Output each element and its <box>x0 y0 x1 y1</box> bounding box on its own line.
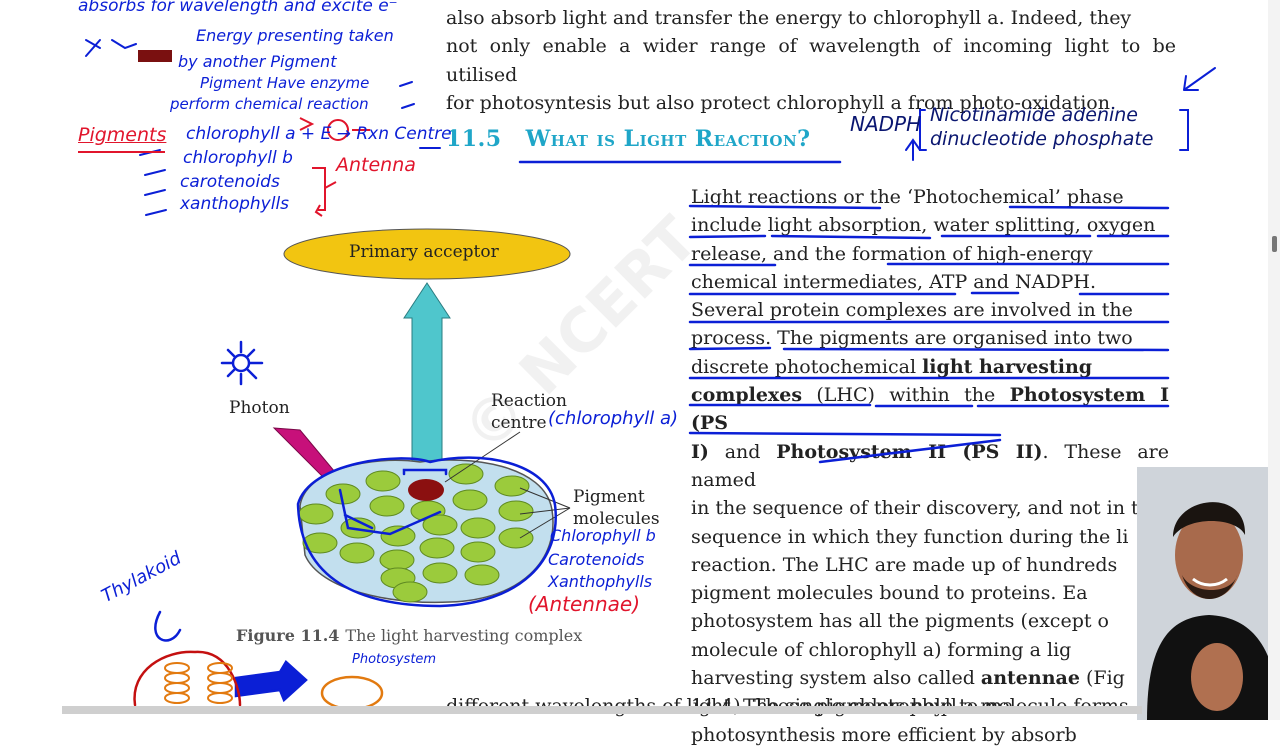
para-line: complexes (LHC) within the Photosystem I… <box>691 381 1169 438</box>
red-marks <box>78 117 370 217</box>
pigment-molecules-label-1: Pigment <box>573 487 645 507</box>
annotation-xanthophylls: xanthophylls <box>180 194 290 214</box>
text-span: harvesting system also called <box>691 667 981 690</box>
para-line: Several protein complexes are involved i… <box>691 299 1133 322</box>
annotation-chl-b: chlorophyll b <box>183 148 293 168</box>
para-line: in the sequence of their discovery, and … <box>691 497 1163 520</box>
energy-arrow <box>403 282 451 475</box>
para-line: pigment molecules bound to proteins. Ea <box>691 582 1088 605</box>
annotation-nadph: NADPH <box>850 112 922 136</box>
pigment-circles <box>298 463 534 603</box>
primary-acceptor-ellipse <box>283 228 571 280</box>
para-line: reaction. The LHC are made up of hundred… <box>691 553 1118 576</box>
presenter-video <box>1137 467 1280 720</box>
figure-caption: Figure 11.4 The light harvesting complex <box>236 626 582 645</box>
bold-term: I) <box>691 440 709 463</box>
caption-text: The light harvesting complex <box>345 626 583 645</box>
section-number: 11.5 <box>446 126 502 152</box>
scroll-thumb[interactable] <box>1272 236 1277 252</box>
top-line: also absorb light and transfer the energ… <box>446 7 1132 29</box>
annotation-carotenoids: carotenoids <box>180 172 280 192</box>
bold-term: antennae <box>980 667 1080 690</box>
section-title: What is Light Reaction? <box>525 126 811 152</box>
vertical-scrollbar[interactable] <box>1268 0 1280 720</box>
reaction-centre-label-1: Reaction <box>491 391 567 411</box>
top-line: for photosyntesis but also protect chlor… <box>446 91 1117 114</box>
section-heading: 11.5 What is Light Reaction? <box>446 126 811 152</box>
red-mark <box>138 50 172 62</box>
annotation-pigment: by another Pigment <box>178 52 337 71</box>
para-line: discrete photochemical light harvesting <box>691 353 1169 381</box>
annotation-reaction: perform chemical reaction <box>170 95 369 113</box>
pigment-molecules-label-2: molecules <box>573 509 660 529</box>
para-line: include light absorption, water splittin… <box>691 214 1156 237</box>
annotation-energy: Energy presenting taken <box>196 26 394 45</box>
para-line: photosystem has all the pigments (except… <box>691 610 1109 633</box>
text-span: and <box>708 440 777 463</box>
annotation-pigments-title: Pigments <box>78 124 167 146</box>
primary-acceptor-label: Primary acceptor <box>349 242 499 262</box>
horizontal-scrollbar[interactable] <box>62 706 1142 714</box>
text-span: (Fig <box>1079 667 1125 690</box>
para-line: release, and the formation of high-energ… <box>691 242 1093 265</box>
para-line: photosynthesis more efficient by absorb <box>691 723 1077 746</box>
para-line: sequence in which they function during t… <box>691 525 1129 548</box>
margin-marks <box>85 39 1216 216</box>
annotation-nadph-full-2: dinucleotide phosphate <box>930 128 1154 150</box>
annotation-xanthophylls-2: Xanthophylls <box>548 572 653 591</box>
para-line: Light reactions or the ‘Photochemical’ p… <box>691 186 1124 208</box>
text-span: (LHC) within the <box>802 384 1010 407</box>
para-line: harvesting system also called antennae (… <box>691 664 1169 692</box>
text-span: . These are named <box>691 440 1169 491</box>
annotation-enzyme: Pigment Have enzyme <box>200 74 370 92</box>
main-paragraph: Light reactions or the ‘Photochemical’ p… <box>691 183 1169 749</box>
caption-label: Figure 11.4 <box>236 626 340 645</box>
light-harvesting-figure <box>78 39 1216 711</box>
annotation-chlorophyll-b: Chlorophyll b <box>550 526 656 545</box>
annotation-photosystem: Photosystem <box>352 652 437 667</box>
annotation-chlorophyll-a: (chlorophyll a) <box>548 408 679 429</box>
pointer-lines <box>444 431 571 539</box>
page: © NCERT also absorb light and transfer t… <box>62 0 1280 746</box>
annotation-nadph-full-1: Nicotinamide adenine <box>930 104 1138 126</box>
figure-annotations <box>133 340 557 711</box>
top-line: not only enable a wider range of wavelen… <box>446 35 1176 86</box>
annotation-antennae: (Antennae) <box>528 592 641 616</box>
bold-term: Photosystem I (PS <box>691 384 1169 435</box>
text-span: discrete photochemical <box>691 355 923 378</box>
para-line: molecule of chlorophyll a) forming a lig <box>691 638 1072 661</box>
para-line: process. The pigments are organised into… <box>691 327 1133 350</box>
bold-term: complexes <box>691 384 803 407</box>
blue-underlines <box>518 160 1170 464</box>
photon-label: Photon <box>229 398 290 418</box>
annotation-carotenoids-2: Carotenoids <box>548 550 645 569</box>
para-line: chemical intermediates, ATP and NADPH. <box>691 270 1097 293</box>
bold-term: light harvesting <box>922 355 1093 378</box>
presenter-image <box>1137 467 1280 720</box>
reaction-centre-label-2: centre <box>491 413 547 433</box>
reaction-centre <box>408 479 444 501</box>
annotation-antenna: Antenna <box>336 154 416 176</box>
top-paragraph: also absorb light and transfer the energ… <box>446 4 1176 117</box>
thylakoid-stack <box>164 662 233 704</box>
annotation-chl-a: chlorophyll a + E → Rxn Centre <box>186 124 452 144</box>
annotation-absorbs: absorbs for wavelength and excite e⁻ <box>78 0 398 16</box>
